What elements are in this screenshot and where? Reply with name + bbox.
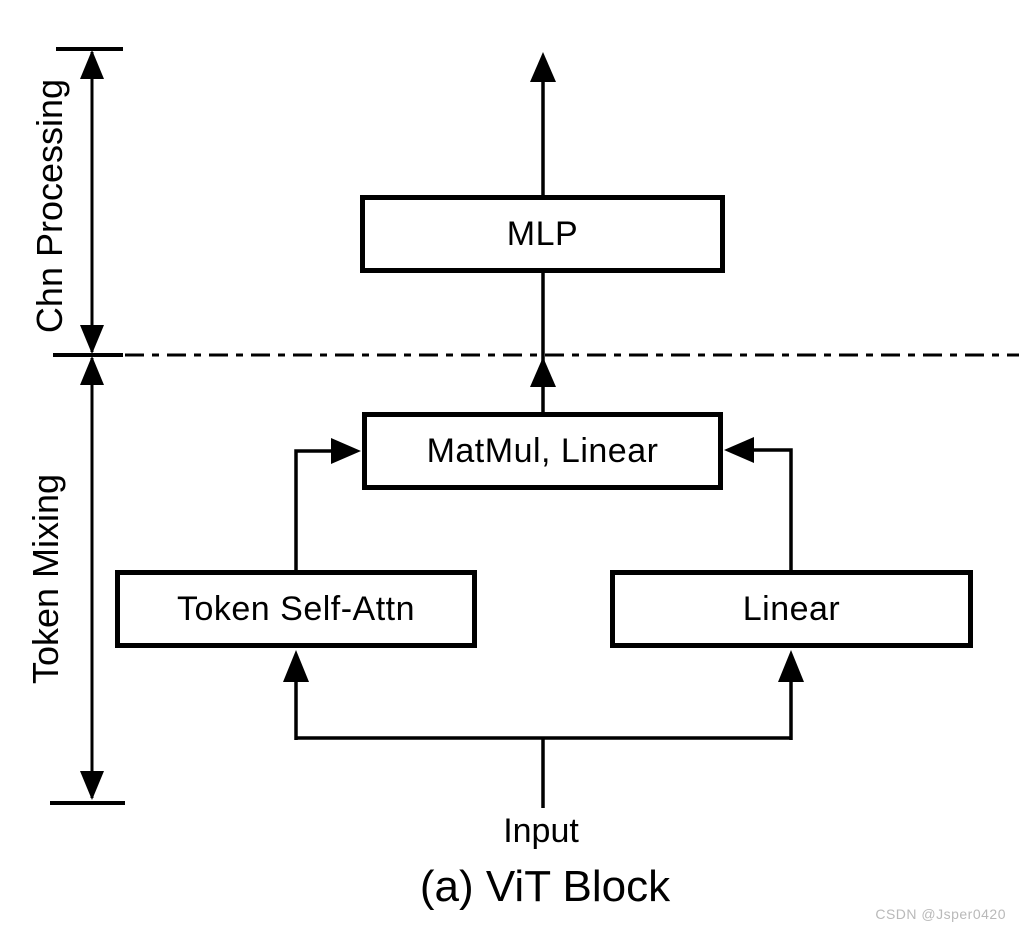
token-mixing-extent-arrow: [80, 356, 104, 800]
chn-processing-extent-arrow: [80, 50, 104, 354]
label-chn-processing: Chn Processing: [29, 78, 70, 334]
node-token-self-attn: Token Self-Attn: [115, 570, 477, 648]
node-linear-label: Linear: [742, 589, 841, 628]
label-token-mixing: Token Mixing: [25, 473, 66, 685]
input-label: Input: [503, 812, 579, 850]
mlp-output-arrow: [530, 52, 556, 197]
node-linear: Linear: [610, 570, 973, 648]
watermark-text: CSDN @Jsper0420: [875, 906, 1006, 922]
token-self-attn-to-matmul-arrow: [294, 438, 361, 572]
figure-caption: (a) ViT Block: [419, 862, 671, 911]
node-matmul-linear: MatMul, Linear: [362, 412, 723, 490]
matmul-to-mlp-arrow: [530, 271, 556, 414]
input-split-arrows: [283, 650, 804, 808]
node-mlp: MLP: [360, 195, 725, 273]
node-matmul-linear-label: MatMul, Linear: [426, 431, 659, 470]
node-token-self-attn-label: Token Self-Attn: [176, 589, 416, 628]
dimension-ticks: [50, 47, 125, 805]
linear-to-matmul-arrow: [724, 437, 793, 572]
node-mlp-label: MLP: [506, 214, 579, 253]
